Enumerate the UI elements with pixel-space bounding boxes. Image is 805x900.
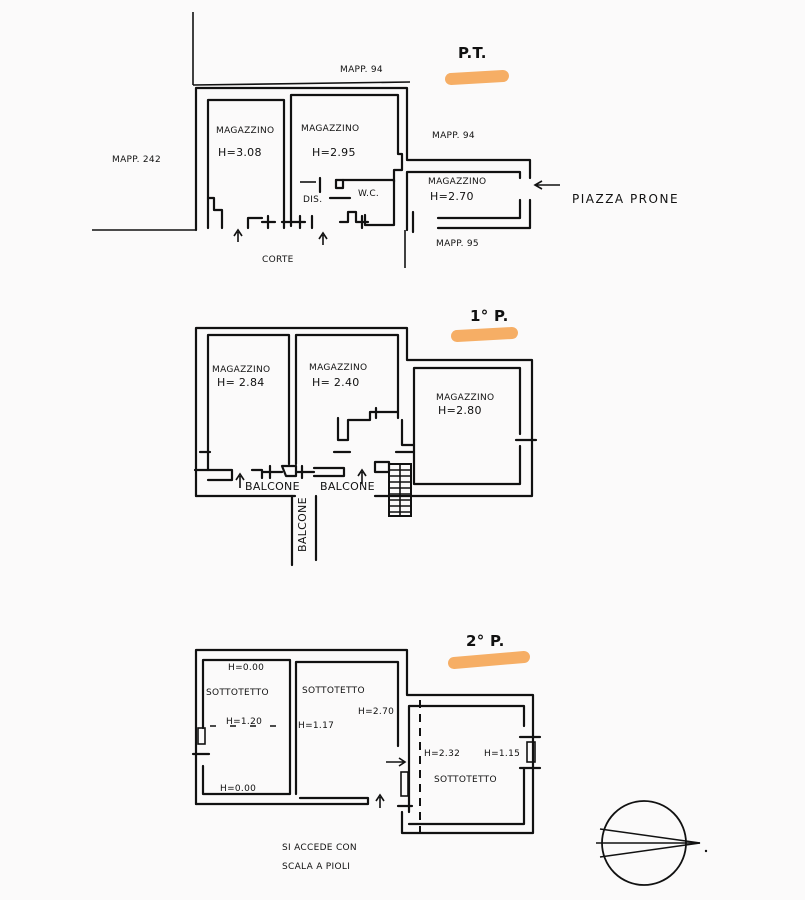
street-entrance-arrow-icon xyxy=(533,180,560,190)
room-wall xyxy=(407,704,526,826)
floor-label-first: 1° P. xyxy=(470,307,509,325)
room-height: H=2.70 xyxy=(358,707,394,717)
outer-wall xyxy=(436,198,532,230)
balcony-label: BALCONE xyxy=(320,480,375,493)
entrance-arrow-icon xyxy=(357,468,367,484)
window-mark xyxy=(526,741,536,763)
balcony-wall xyxy=(193,468,234,482)
floor-highlight-mark xyxy=(448,651,530,669)
stair-block xyxy=(336,410,400,442)
facade-wall xyxy=(246,214,293,230)
room-height: H=1.20 xyxy=(226,717,262,727)
room-name: MAGAZZINO xyxy=(301,124,359,134)
room-height: H= 2.40 xyxy=(312,376,360,389)
room-height: H=1.17 xyxy=(298,721,334,731)
neighbor-label-right-bottom: MAPP. 95 xyxy=(436,239,479,249)
entrance-arrow-icon xyxy=(318,231,328,245)
wall-jog xyxy=(206,196,224,230)
courtyard-label: CORTE xyxy=(262,255,294,265)
outer-wall xyxy=(194,326,534,498)
access-note-line: SCALA A PIOLI xyxy=(282,862,350,872)
room-name: SOTTOTETTO xyxy=(302,686,365,696)
wc-wall xyxy=(334,178,345,190)
entrance-arrow-icon xyxy=(235,472,245,488)
facade-wall xyxy=(338,210,370,230)
room-height: H=3.08 xyxy=(218,146,262,159)
floor-label-second: 2° P. xyxy=(466,632,505,650)
facade-wall xyxy=(289,214,314,230)
balcony-label: BALCONE xyxy=(296,497,309,552)
boundary-line xyxy=(192,81,411,86)
compass-north-arrow-icon xyxy=(596,800,708,886)
balcony-wall xyxy=(294,464,346,480)
room-height: H=1.15 xyxy=(484,749,520,759)
access-arrow-icon xyxy=(386,757,407,767)
room-height: H= 2.84 xyxy=(217,376,265,389)
access-note-line: SI ACCEDE CON xyxy=(282,843,357,853)
room-name: SOTTOTETTO xyxy=(434,775,497,785)
balcony-side-wall xyxy=(290,494,318,567)
neighbor-label-left: MAPP. 242 xyxy=(112,155,161,165)
room-height: H=2.70 xyxy=(430,190,474,203)
room-wall xyxy=(201,658,292,796)
floor-label-ground: P.T. xyxy=(458,44,487,62)
room-wall xyxy=(206,333,291,472)
ladder-access-arrow-icon xyxy=(375,793,385,808)
outer-wall xyxy=(194,648,535,835)
first-floor-plan: MAGAZZINO H= 2.84 MAGAZZINO H= 2.40 MAGA… xyxy=(193,307,538,567)
room-wall xyxy=(294,660,400,796)
room-wall xyxy=(289,93,404,228)
room-wall xyxy=(294,333,400,466)
room-name: MAGAZZINO xyxy=(212,365,270,375)
room-height: H=2.80 xyxy=(438,404,482,417)
stair-block xyxy=(400,418,416,447)
window-mark xyxy=(197,727,206,745)
room-height: H=2.32 xyxy=(424,749,460,759)
staircase xyxy=(373,460,412,517)
wc-wall xyxy=(334,178,396,227)
ground-floor-plan: MAPP. 94 MAPP. 94 MAPP. 242 MAPP. 95 PIA… xyxy=(92,12,679,268)
neighbor-label-right-top: MAPP. 94 xyxy=(432,131,475,141)
room-height: H=0.00 xyxy=(228,663,264,673)
street-label: PIAZZA PRONE xyxy=(572,192,679,206)
outer-wall xyxy=(194,796,370,806)
balcony-label: BALCONE xyxy=(245,480,300,493)
room-wall xyxy=(405,170,522,232)
room-name: MAGAZZINO xyxy=(216,126,274,136)
floor-highlight-mark xyxy=(445,70,509,85)
floor-highlight-mark xyxy=(451,327,518,342)
wc-label: W.C. xyxy=(358,189,379,199)
room-height: H=2.95 xyxy=(312,146,356,159)
balcony-wall xyxy=(250,464,298,480)
dis-label: DIS. xyxy=(303,195,322,205)
window-mark xyxy=(400,771,409,797)
room-wall xyxy=(412,366,522,486)
room-name: MAGAZZINO xyxy=(436,393,494,403)
room-name: SOTTOTETTO xyxy=(206,688,269,698)
second-floor-plan: H=0.00 SOTTOTETTO H=1.20 H=0.00 SOTTOTET… xyxy=(191,632,542,872)
neighbor-label-top: MAPP. 94 xyxy=(340,65,383,75)
room-wall xyxy=(206,98,286,230)
room-wall xyxy=(436,198,522,220)
room-name: MAGAZZINO xyxy=(309,363,367,373)
entrance-arrow-icon xyxy=(233,228,243,242)
outer-wall xyxy=(194,86,532,232)
room-height: H=0.00 xyxy=(220,784,256,794)
room-name: MAGAZZINO xyxy=(428,177,486,187)
